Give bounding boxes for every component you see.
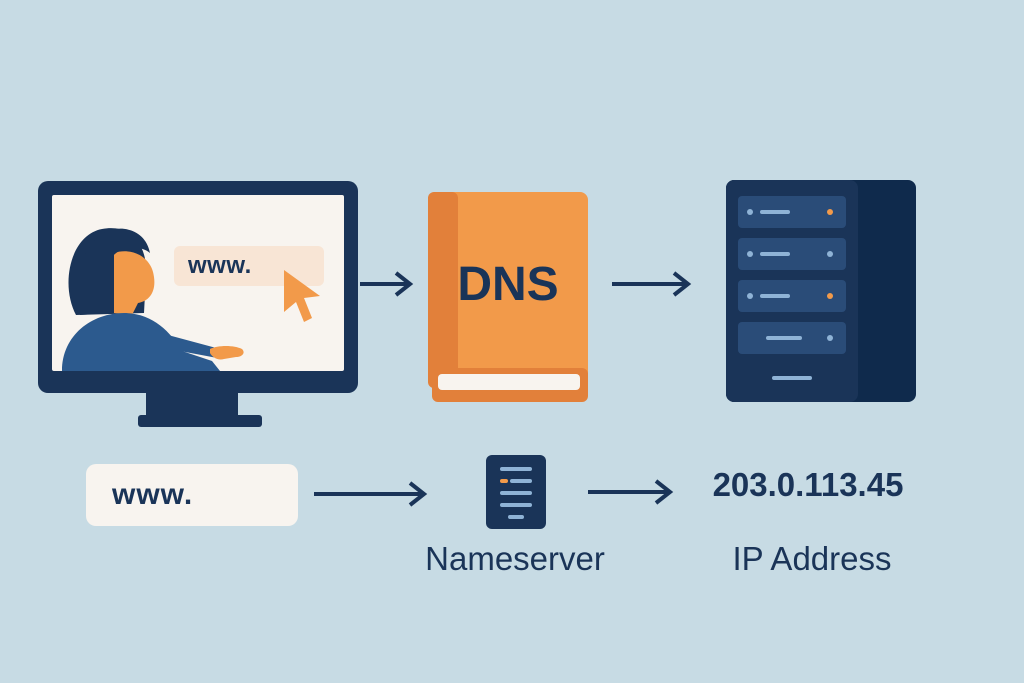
browser-url-bar[interactable]: www. bbox=[174, 246, 324, 286]
arrow-right-icon bbox=[588, 479, 674, 505]
ip-address-value: 203.0.113.45 bbox=[712, 466, 904, 503]
person-illustration bbox=[62, 228, 244, 371]
arrow-right-icon bbox=[360, 271, 414, 297]
arrow-right-icon bbox=[612, 271, 692, 297]
server-rack-icon bbox=[726, 180, 916, 402]
book-icon bbox=[428, 192, 588, 402]
monitor-stand bbox=[146, 393, 238, 417]
arrow-right-icon bbox=[314, 481, 428, 507]
monitor-base bbox=[138, 415, 262, 427]
url-box: www. bbox=[86, 464, 298, 526]
nameserver-icon bbox=[486, 455, 546, 529]
nameserver-label: Nameserver bbox=[425, 540, 605, 577]
ip-address-label: IP Address bbox=[732, 540, 892, 577]
cursor-icon bbox=[284, 270, 320, 322]
dns-book-label: DNS bbox=[457, 257, 559, 311]
